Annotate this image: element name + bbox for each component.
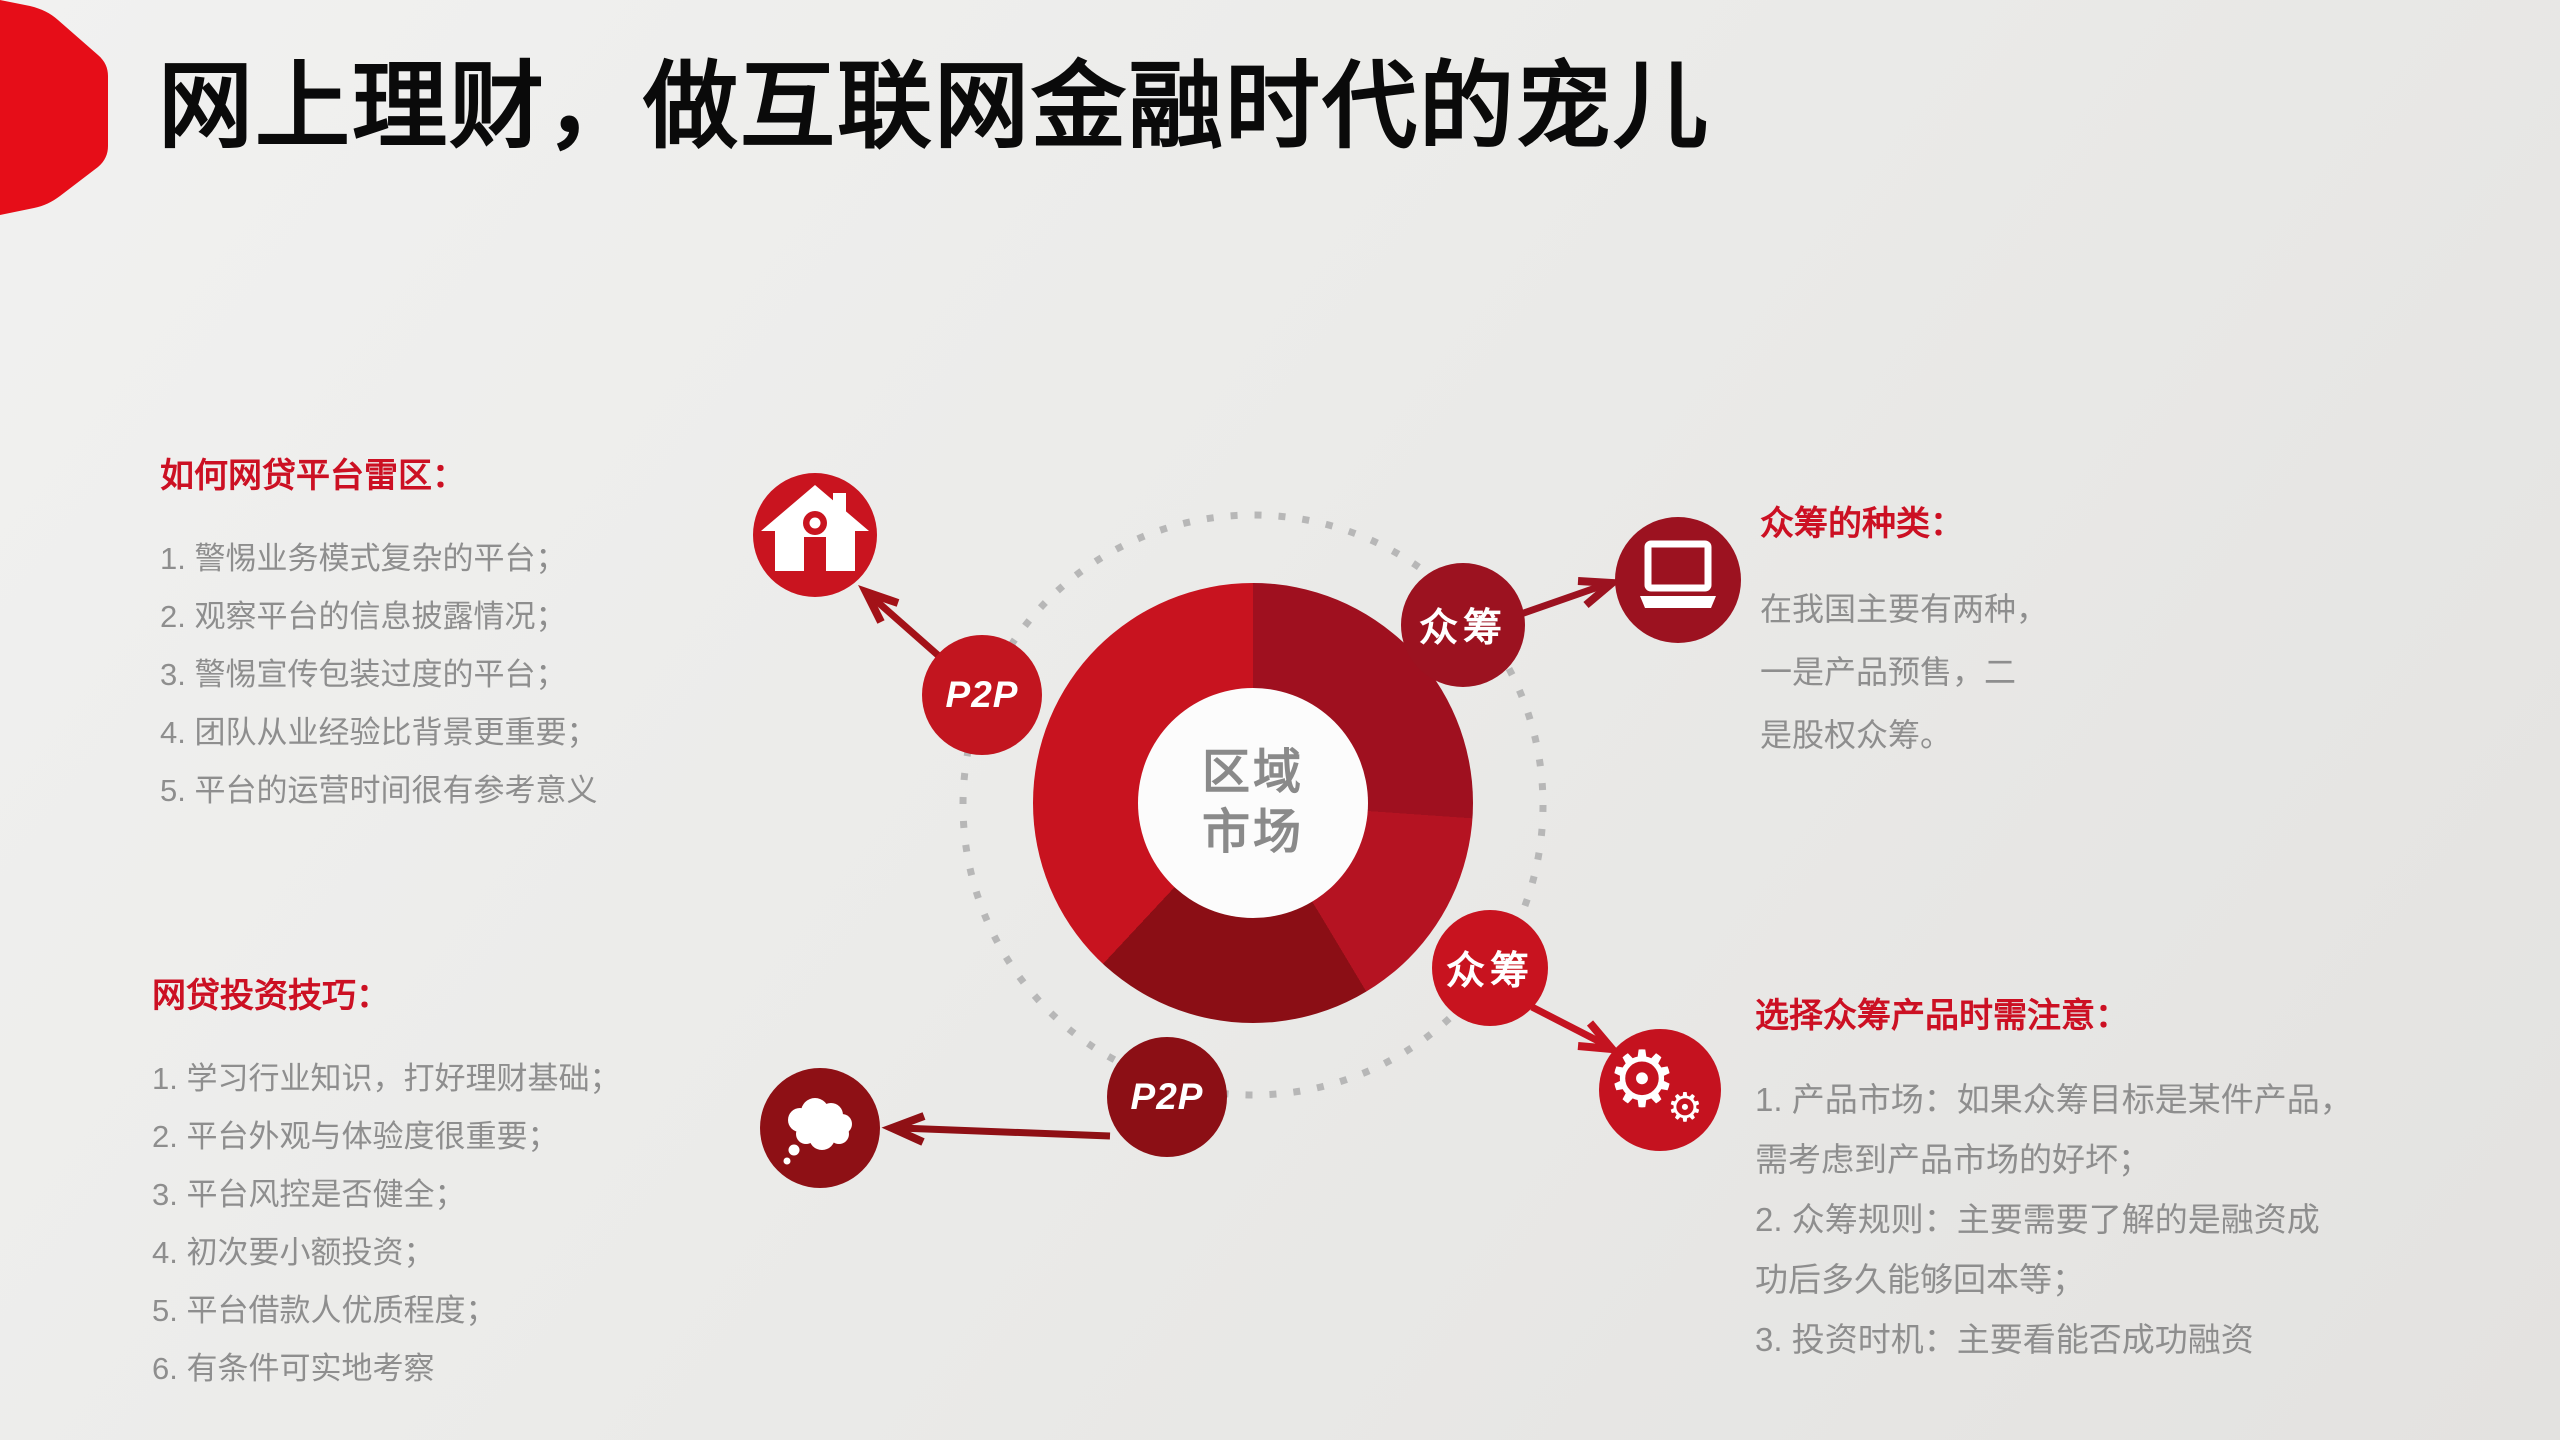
p2p-upper-label: P2P: [945, 674, 1019, 715]
list-item: 功后多久能够回本等；: [1755, 1261, 2085, 1298]
arrow-to-home: [858, 585, 943, 660]
risk-list: 1. 警惕业务模式复杂的平台； 2. 观察平台的信息披露情况； 3. 警惕宣传包装过…: [160, 530, 880, 820]
list-item: 4. 团队从业经验比背景更重要；: [160, 715, 598, 750]
arrow-to-laptop: [1519, 577, 1623, 618]
list-item: 2. 观察平台的信息披露情况；: [160, 599, 567, 634]
risk-heading: 如何网贷平台雷区：: [160, 457, 466, 495]
product-notes-heading: 选择众筹产品时需注意：: [1755, 997, 2129, 1035]
list-item: 在我国主要有两种，: [1760, 591, 2049, 627]
laptop-bubble: [1615, 517, 1741, 643]
page-title: 网上理财，做互联网金融时代的宠儿: [158, 54, 1711, 160]
tips-list: 1. 学习行业知识，打好理财基础； 2. 平台外观与体验度很重要； 3. 平台风控是…: [152, 1050, 872, 1398]
arrow-to-cloud: [881, 1112, 1111, 1146]
product-notes-block: 选择众筹产品时需注意： 1. 产品市场：如果众筹目标是某件产品， 需考虑到产品市场…: [1755, 992, 2495, 1370]
list-item: 4. 初次要小额投资；: [152, 1235, 435, 1270]
p2p-lower-label: P2P: [1130, 1076, 1204, 1117]
list-item: 1. 学习行业知识，打好理财基础；: [152, 1061, 621, 1096]
list-item: 2. 平台外观与体验度很重要；: [152, 1119, 559, 1154]
list-item: 需考虑到产品市场的好坏；: [1755, 1141, 2151, 1178]
thought-cloud-bubble: [760, 1068, 880, 1188]
p2p-upper-bubble: P2P: [922, 635, 1042, 755]
dotted-ring: [959, 511, 1547, 1099]
list-item: 2. 众筹规则：主要需要了解的是融资成: [1755, 1201, 2320, 1238]
crowdfunding-lower-bubble: 众筹: [1432, 910, 1548, 1026]
gear-bubble: ⚙ ⚙: [1599, 1029, 1721, 1151]
home-icon: [761, 485, 869, 571]
crowdfunding-upper-bubble: 众筹: [1401, 563, 1525, 687]
list-item: 5. 平台借款人优质程度；: [152, 1293, 497, 1328]
laptop-icon: [1640, 540, 1716, 608]
list-item: 是股权众筹。: [1760, 717, 1953, 753]
list-item: 3. 投资时机：主要看能否成功融资: [1755, 1321, 2254, 1358]
home-bubble: [753, 473, 877, 597]
thought-cloud-icon: [783, 1098, 852, 1165]
list-item: 5. 平台的运营时间很有参考意义: [160, 773, 598, 808]
list-item: 3. 警惕宣传包装过度的平台；: [160, 657, 567, 692]
list-item: 1. 产品市场：如果众筹目标是某件产品，: [1755, 1081, 2353, 1118]
arrow-to-gear: [1530, 1003, 1622, 1054]
crowdfunding-lower-label: 众筹: [1445, 950, 1534, 993]
product-notes-text: 1. 产品市场：如果众筹目标是某件产品， 需考虑到产品市场的好坏； 2. 众筹规则：…: [1755, 1070, 2495, 1370]
list-item: 3. 平台风控是否健全；: [152, 1177, 466, 1212]
gear-icon: ⚙: [1607, 1035, 1677, 1125]
corner-accent-shape: [0, 0, 108, 215]
risk-block: 如何网贷平台雷区： 1. 警惕业务模式复杂的平台； 2. 观察平台的信息披露情况；…: [160, 452, 880, 820]
donut-center-label: 区域 市场: [1138, 688, 1368, 918]
crowdfunding-types-block: 众筹的种类： 在我国主要有两种， 一是产品预售，二是股权众筹。: [1760, 500, 2320, 767]
center-label-line1: 区域: [1201, 746, 1304, 799]
tips-heading: 网贷投资技巧：: [152, 977, 390, 1015]
crowdfunding-types-heading: 众筹的种类：: [1760, 505, 1964, 543]
tips-block: 网贷投资技巧： 1. 学习行业知识，打好理财基础； 2. 平台外观与体验度很重要；…: [152, 972, 872, 1398]
crowdfunding-types-text: 在我国主要有两种， 一是产品预售，二是股权众筹。: [1760, 578, 2320, 767]
center-label-line2: 市场: [1201, 806, 1304, 859]
list-item: 一是产品预售，二: [1760, 654, 2017, 690]
list-item: 6. 有条件可实地考察: [152, 1351, 435, 1386]
crowdfunding-upper-label: 众筹: [1418, 607, 1507, 650]
p2p-lower-bubble: P2P: [1107, 1037, 1227, 1157]
list-item: 1. 警惕业务模式复杂的平台；: [160, 541, 567, 576]
gear-small-icon: ⚙: [1667, 1085, 1703, 1131]
